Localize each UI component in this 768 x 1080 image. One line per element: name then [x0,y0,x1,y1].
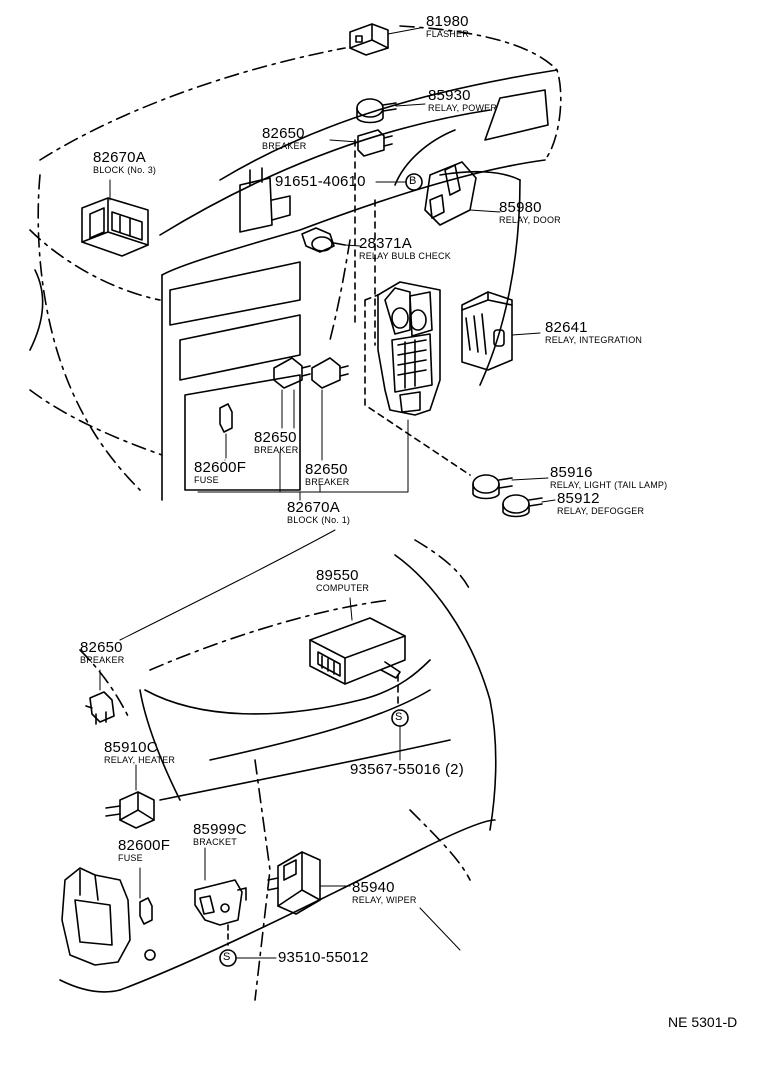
label-85910c: 85910C RELAY, HEATER [104,739,176,765]
relay-wiper-85940 [267,851,351,915]
label-82600f-lower: 82600F FUSE [118,837,171,863]
relay-bulb-check-28371a [301,227,361,253]
label-82650-mid-left: 82650 BREAKER [254,429,299,455]
label-82641: 82641 RELAY, INTEGRATION [545,319,643,345]
fuse-82600f-upper [219,403,233,459]
marker-s2: S [223,951,231,963]
leader-lines [224,181,407,959]
relay-door-85980 [424,161,501,226]
lower-dashboard-outline [59,529,497,1001]
label-85999c: 85999C BRACKET [193,821,247,847]
block-no1-bracket-lines [197,419,409,501]
fuse-82600f-lower [139,867,153,925]
flasher-81980 [349,23,421,56]
label-93510: 93510-55012 [278,949,369,966]
bracket-85999c [194,847,247,946]
label-82650-top: 82650 BREAKER [262,125,307,151]
junction-lower-left [61,867,156,966]
diagram-code: NE 5301-D [668,1014,738,1030]
breaker-82650-mid-right [311,357,349,461]
label-82600f-upper: 82600F FUSE [194,459,247,485]
label-82650-lower: 82650 BREAKER [80,639,125,665]
breaker-82650-mid-left [273,357,311,429]
breaker-82650-lower [85,669,115,725]
block-no3-82670a [81,179,149,257]
breaker-82650-top [329,129,393,157]
label-85916: 85916 RELAY, LIGHT (TAIL LAMP) [550,464,668,490]
label-28371a: 28371A RELAY BULB CHECK [359,235,451,261]
relay-power-85930 [354,98,426,326]
computer-89550 [309,597,406,706]
label-91651: 91651-40610 [275,173,366,190]
label-85912: 85912 RELAY, DEFOGGER [557,490,645,516]
label-89550: 89550 COMPUTER [316,567,370,593]
label-82650-mid-right: 82650 BREAKER [305,461,350,487]
bracket-upper [239,167,291,233]
upper-dashboard-outline [29,25,562,501]
marker-b: B [409,175,417,187]
label-85930: 85930 RELAY, POWER [428,87,498,113]
marker-s1: S [395,711,403,723]
label-81980: 81980 FLASHER [426,13,469,39]
label-85940: 85940 RELAY, WIPER [352,879,417,905]
fuse-block-no1 [364,281,471,476]
relay-defogger-85912 [502,494,556,518]
label-85980: 85980 RELAY, DOOR [499,199,561,225]
label-82670a-no1: 82670A BLOCK (No. 1) [287,499,351,525]
label-93567: 93567-55016 (2) [350,761,464,778]
relay-light-85916 [472,474,549,500]
relay-heater-85910c [105,764,155,829]
label-82670a-no3: 82670A BLOCK (No. 3) [93,149,157,175]
relay-integration-82641 [461,291,541,371]
